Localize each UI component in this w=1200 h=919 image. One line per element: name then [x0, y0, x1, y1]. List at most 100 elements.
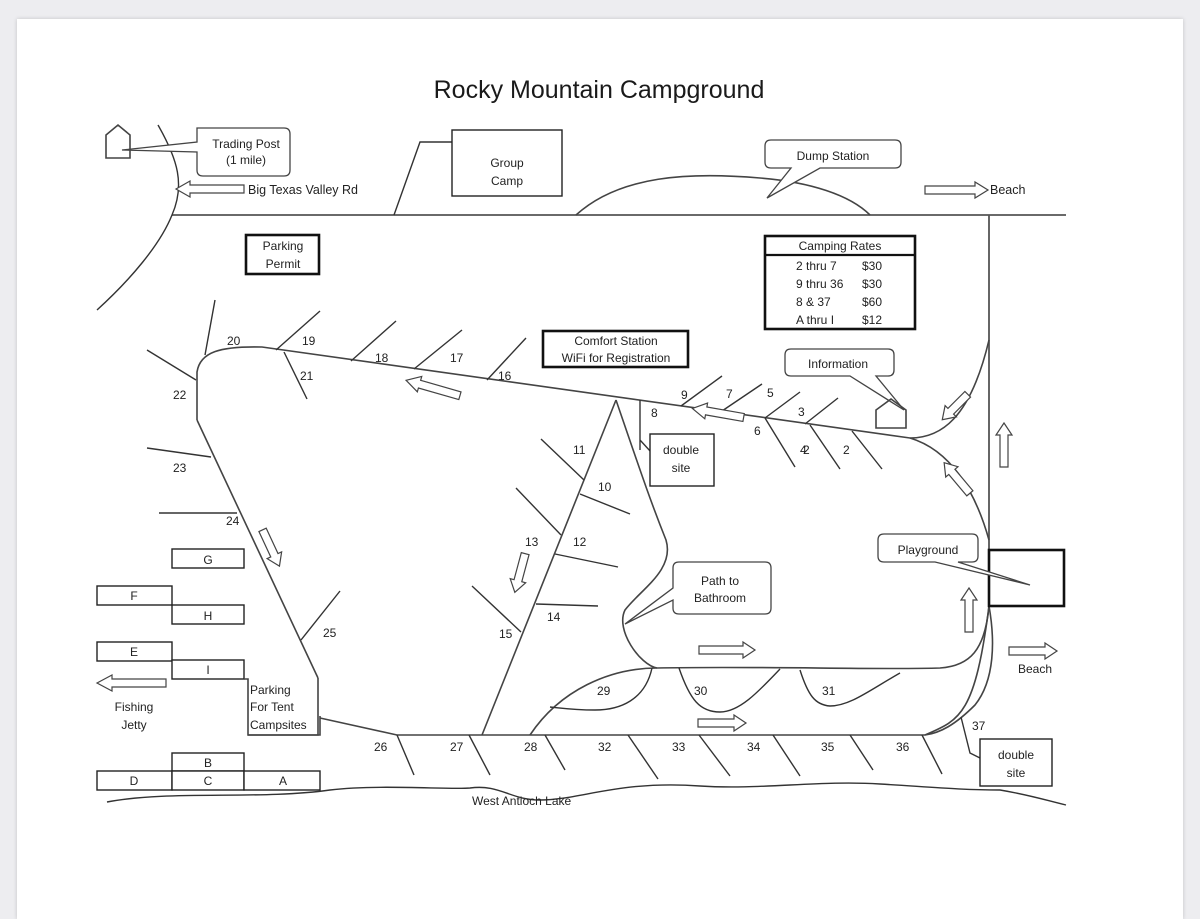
site-32: 32	[598, 740, 612, 754]
trading-post-callout: Trading Post (1 mile)	[121, 127, 291, 177]
site-14: 14	[547, 610, 561, 624]
site-27: 27	[450, 740, 464, 754]
svg-text:site: site	[1007, 766, 1026, 780]
lake-label: West Antioch Lake	[472, 794, 571, 808]
rate-sites: 9 thru 36	[796, 277, 844, 291]
site-spurs-south	[283, 351, 883, 470]
rate-price: $12	[862, 313, 882, 327]
tent-site-a	[243, 770, 321, 791]
west-loop-road	[196, 419, 319, 679]
camping-rates-table: Camping Rates 2 thru 7 $30 9 thru 36 $30…	[763, 234, 917, 331]
site-23: 23	[173, 461, 187, 475]
site-19: 19	[302, 334, 316, 348]
trading-post-house-icon	[105, 123, 131, 159]
svg-text:F: F	[130, 589, 137, 603]
parking-permit-box: Parking Permit	[244, 233, 321, 276]
site-25: 25	[323, 626, 337, 640]
site-22: 22	[173, 388, 187, 402]
site-10: 10	[598, 480, 612, 494]
site-28: 28	[524, 740, 538, 754]
svg-text:site: site	[672, 461, 691, 475]
group-camp-box: Group Camp	[451, 129, 563, 197]
site-numbers: 2 2 3 4 2 5 6 7 8 9 10 11 12 13 14 15 16…	[173, 334, 986, 754]
site-20: 20	[227, 334, 241, 348]
path-to-bathroom-callout: Path to Bathroom	[624, 561, 772, 625]
svg-text:(1 mile): (1 mile)	[226, 153, 266, 167]
site-34: 34	[747, 740, 761, 754]
site-spurs-lake	[396, 716, 981, 780]
rate-sites: 8 & 37	[796, 295, 831, 309]
tent-site-i	[171, 659, 245, 680]
site-12: 12	[573, 535, 587, 549]
big-texas-valley-rd-label: Big Texas Valley Rd	[248, 183, 358, 197]
svg-text:H: H	[204, 609, 213, 623]
svg-text:Campsites: Campsites	[250, 718, 307, 732]
tent-sites: G F H E I B D C A	[96, 548, 321, 791]
site-6: 6	[754, 424, 761, 438]
site-21: 21	[300, 369, 314, 383]
site-3: 3	[798, 405, 805, 419]
tent-site-e	[96, 641, 173, 662]
svg-text:E: E	[130, 645, 138, 659]
fishing-jetty-label: Jetty	[121, 718, 146, 732]
svg-text:Camp: Camp	[491, 174, 523, 188]
tent-site-f	[96, 585, 173, 606]
site-13: 13	[525, 535, 539, 549]
double-site-8-box: double site	[649, 433, 715, 487]
site-2: 2	[803, 443, 810, 457]
site-36: 36	[896, 740, 910, 754]
site-30: 30	[694, 684, 708, 698]
tent-site-h	[171, 604, 245, 625]
site-29-pad	[549, 667, 653, 711]
site-30-pad	[678, 667, 781, 713]
inner-lane	[481, 399, 617, 736]
rates-header: Camping Rates	[799, 239, 882, 253]
information-callout: Information	[784, 348, 905, 411]
svg-text:Bathroom: Bathroom	[694, 591, 746, 605]
inner-lower-road	[529, 605, 990, 736]
fishing-jetty-label: Fishing	[115, 700, 154, 714]
svg-text:B: B	[204, 756, 212, 770]
right-arrow-icon	[924, 180, 990, 200]
group-camp-path	[393, 141, 452, 216]
lake-road	[319, 717, 925, 736]
site-spurs-north	[204, 299, 839, 425]
svg-text:G: G	[203, 553, 212, 567]
rate-price: $30	[862, 277, 882, 291]
svg-text:A: A	[279, 774, 287, 788]
tent-parking-area: Parking For Tent Campsites	[244, 678, 321, 736]
svg-text:Parking: Parking	[263, 239, 304, 253]
svg-text:Information: Information	[808, 357, 868, 371]
comfort-station-box: Comfort Station WiFi for Registration	[541, 329, 690, 369]
site-9: 9	[681, 388, 688, 402]
direction-arrow-icons	[258, 375, 1014, 733]
lake-shoreline	[106, 782, 1067, 806]
rate-sites: 2 thru 7	[796, 259, 837, 273]
svg-text:I: I	[206, 663, 209, 677]
tent-site-g	[171, 548, 245, 569]
site-4: 4	[800, 443, 807, 457]
site-18: 18	[375, 351, 389, 365]
svg-text:Path to: Path to	[701, 574, 739, 588]
svg-text:double: double	[663, 443, 699, 457]
site-29: 29	[597, 684, 611, 698]
bathroom-path	[615, 399, 669, 669]
entrance-road-curve	[96, 124, 180, 311]
site-16: 16	[498, 369, 512, 383]
site-8: 8	[651, 406, 658, 420]
rate-sites: A thru I	[796, 313, 834, 327]
site-2-label: 2	[843, 443, 850, 457]
dump-station-callout: Dump Station	[764, 139, 902, 199]
double-site-37-box: double site	[979, 738, 1053, 787]
site-31-pad	[799, 669, 901, 707]
svg-text:WiFi for Registration: WiFi for Registration	[562, 351, 671, 365]
site-17: 17	[450, 351, 464, 365]
map-title: Rocky Mountain Campground	[434, 76, 765, 104]
east-lower-road	[924, 605, 990, 736]
site-15: 15	[499, 627, 513, 641]
svg-text:Parking: Parking	[250, 683, 291, 697]
svg-text:Trading Post: Trading Post	[212, 137, 280, 151]
site-26: 26	[374, 740, 388, 754]
site-spurs-inner	[471, 438, 631, 633]
